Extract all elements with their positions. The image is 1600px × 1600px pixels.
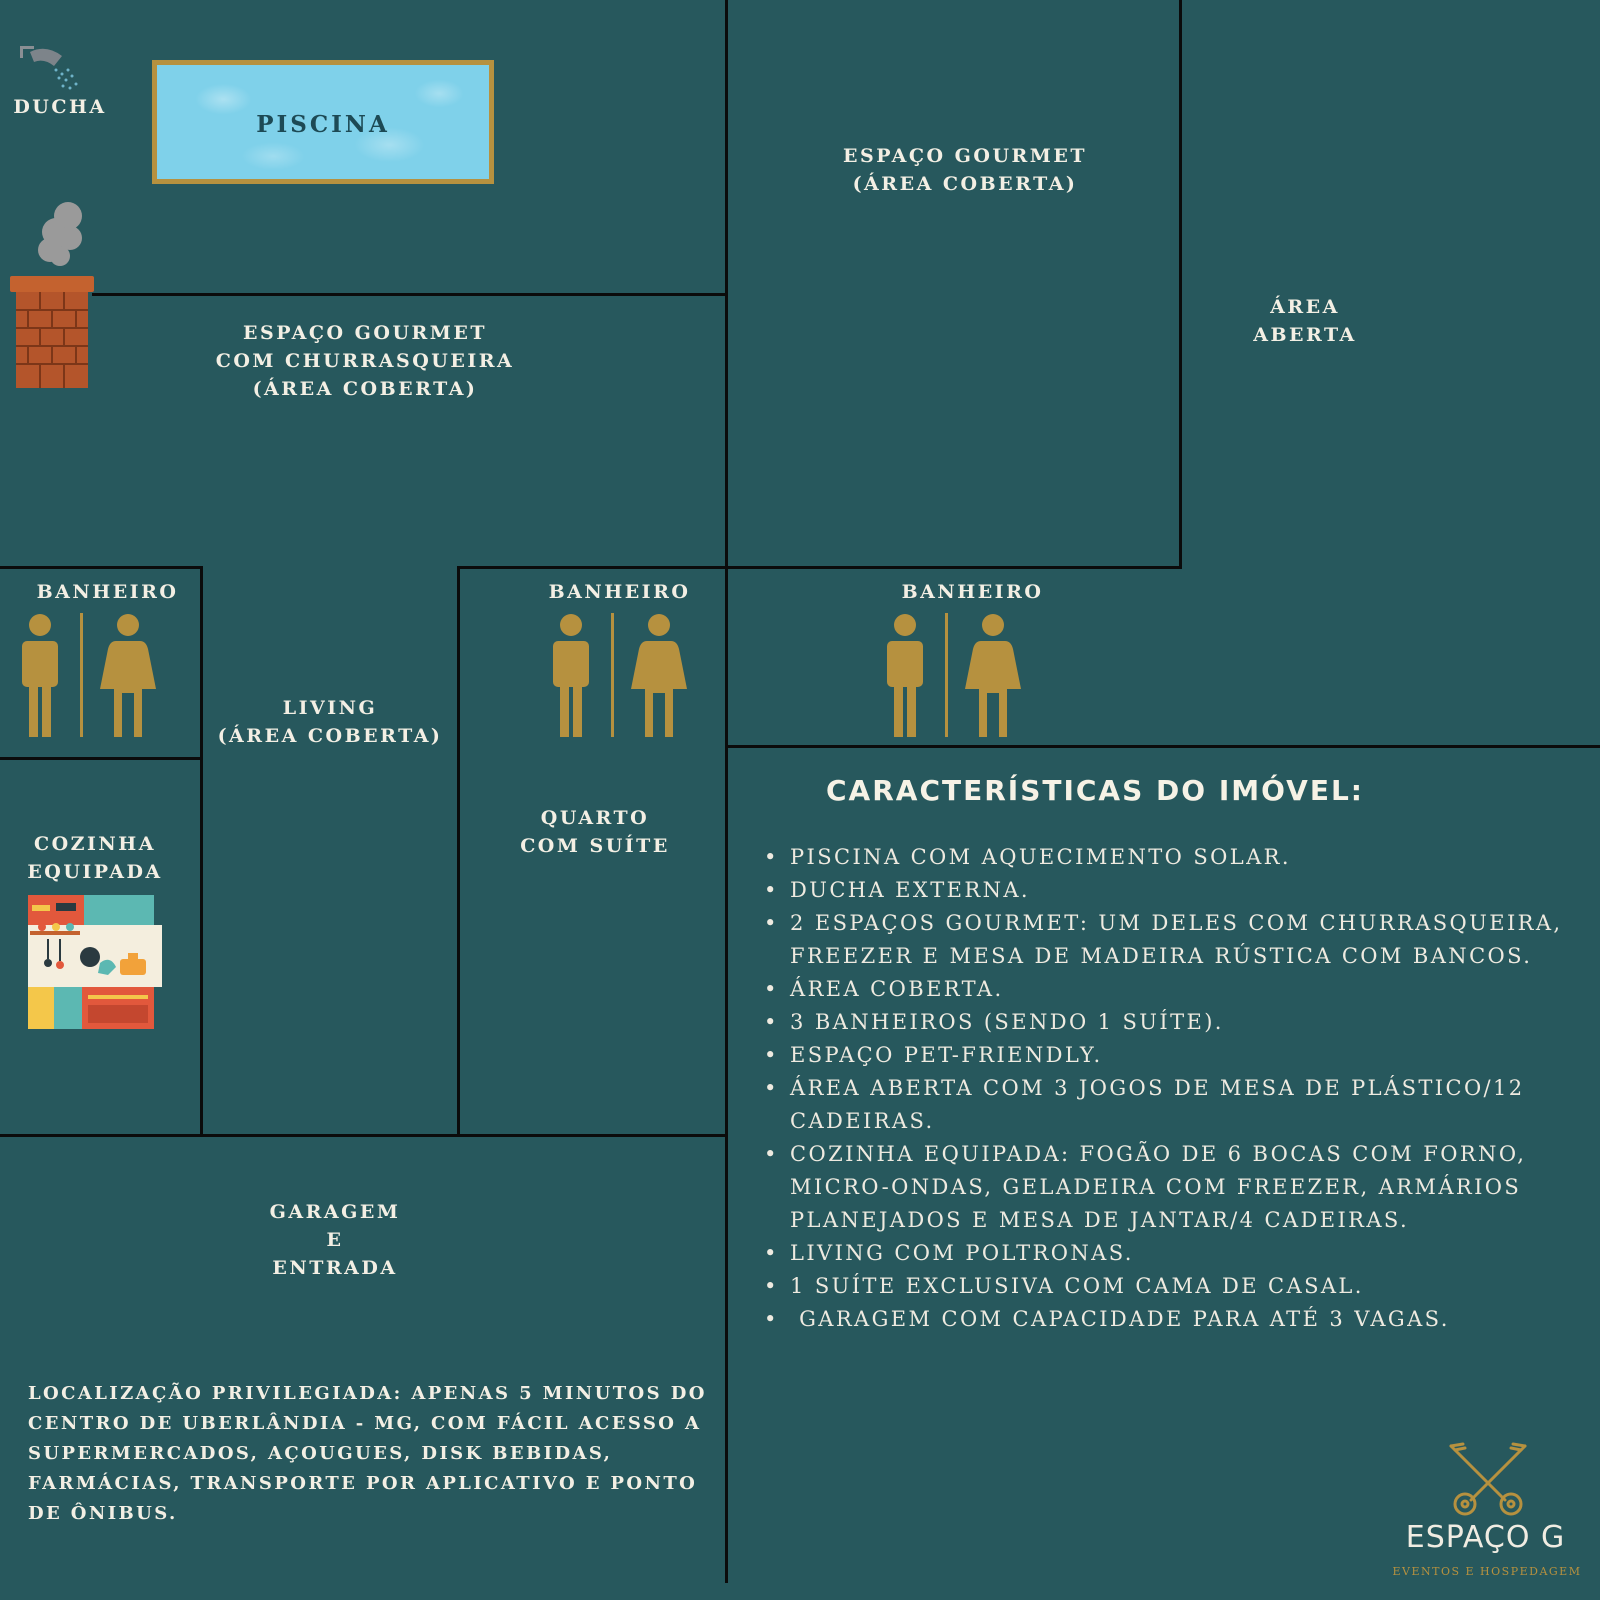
feature-item: DUCHA EXTERNA.: [764, 874, 1564, 907]
wall: [200, 566, 203, 1137]
wall: [457, 566, 1182, 569]
pool: PISCINA: [152, 60, 494, 184]
restroom-icon: [553, 613, 687, 737]
feature-item: LIVING COM POLTRONAS.: [764, 1237, 1564, 1270]
room-label-banheiro-2: BANHEIRO: [548, 581, 691, 603]
feature-item: COZINHA EQUIPADA: FOGÃO DE 6 BOCAS COM F…: [764, 1138, 1564, 1237]
restroom-icon: [22, 613, 156, 737]
wall: [92, 293, 726, 296]
crossed-keys-icon: [1449, 1442, 1527, 1516]
wall: [0, 566, 202, 569]
brand-name: ESPAÇO G: [1405, 1520, 1566, 1555]
kitchen-icon: [28, 895, 162, 1029]
feature-item: ÁREA ABERTA COM 3 JOGOS DE MESA DE PLÁST…: [764, 1072, 1564, 1138]
location-text: LOCALIZAÇÃO PRIVILEGIADA: APENAS 5 MINUT…: [28, 1383, 707, 1524]
brand-tagline: EVENTOS E HOSPEDAGEM: [1392, 1565, 1582, 1578]
restroom-icon: [887, 613, 1021, 737]
chimney-icon: [10, 202, 94, 388]
room-label-banheiro-1: BANHEIRO: [36, 581, 179, 603]
wall: [457, 566, 460, 1137]
room-label-ducha: DUCHA: [13, 96, 107, 118]
feature-item: 2 ESPAÇOS GOURMET: UM DELES COM CHURRASQ…: [764, 907, 1564, 973]
wall: [725, 745, 1600, 748]
wall: [0, 1134, 728, 1137]
wall: [1179, 0, 1182, 567]
room-label-gourmet-top: ESPAÇO GOURMET(ÁREA COBERTA): [843, 145, 1087, 195]
wall: [0, 757, 202, 760]
feature-item: PISCINA COM AQUECIMENTO SOLAR.: [764, 841, 1564, 874]
shower-icon: [20, 46, 78, 90]
features-title: CARACTERÍSTICAS DO IMÓVEL:: [826, 774, 1364, 807]
room-label-piscina: PISCINA: [256, 111, 390, 138]
feature-item: ÁREA COBERTA.: [764, 973, 1564, 1006]
feature-item: GARAGEM COM CAPACIDADE PARA ATÉ 3 VAGAS.: [764, 1303, 1564, 1336]
feature-item: 1 SUÍTE EXCLUSIVA COM CAMA DE CASAL.: [764, 1270, 1564, 1303]
room-label-banheiro-3: BANHEIRO: [901, 581, 1044, 603]
features-list: PISCINA COM AQUECIMENTO SOLAR. DUCHA EXT…: [764, 841, 1564, 1336]
feature-item: ESPAÇO PET-FRIENDLY.: [764, 1039, 1564, 1072]
room-label-living: LIVING(ÁREA COBERTA): [217, 697, 443, 747]
wall: [725, 0, 728, 1583]
feature-item: 3 BANHEIROS (SENDO 1 SUÍTE).: [764, 1006, 1564, 1039]
